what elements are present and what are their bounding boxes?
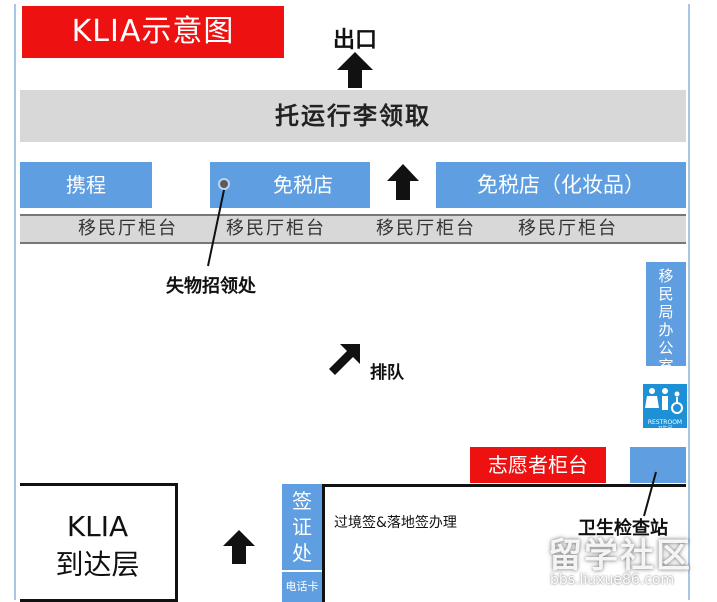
lost-and-found-label: 失物招领处 (166, 276, 256, 297)
health-station-pointer (643, 471, 657, 517)
immigration-counter: 移民厅柜台 (226, 218, 326, 239)
diagonal-arrow-icon (329, 344, 360, 375)
arrival-level-title: KLIA (66, 510, 129, 543)
restroom-label: RESTROOM (647, 419, 683, 426)
arrival-level-box: KLIA 到达层 (20, 483, 178, 602)
immigration-counter: 移民厅柜台 (78, 218, 178, 239)
watermark-url: bbs.liuxue86.com (550, 572, 675, 588)
duty-free-shop: 免税店 (210, 162, 370, 208)
health-station-block (630, 447, 686, 483)
visa-office: 签证处 (282, 484, 322, 570)
immigration-counter: 移民厅柜台 (518, 218, 618, 239)
immigration-office: 移民局办公室 (646, 262, 686, 375)
restroom-sign: RESTROOM 卫生间 (643, 384, 687, 432)
ctrip-shop: 携程 (20, 162, 152, 208)
transit-visa-label: 过境签&落地签办理 (334, 515, 457, 531)
diagram-frame (14, 4, 690, 600)
visa-processing-room (322, 484, 686, 602)
lost-found-marker-icon (218, 178, 230, 190)
immigration-counter-bar: 移民厅柜台 移民厅柜台 移民厅柜台 移民厅柜台 (20, 214, 686, 244)
arrival-level-subtitle: 到达层 (55, 548, 140, 581)
exit-label: 出口 (332, 28, 377, 53)
watermark-text: 留学社区 (548, 536, 692, 576)
duty-free-cosmetics-shop: 免税店（化妆品） (436, 162, 686, 208)
exit-arrow-icon (337, 52, 373, 88)
queue-label: 排队 (370, 363, 404, 383)
up-arrow-icon (387, 164, 419, 200)
map-title: KLIA示意图 (22, 6, 284, 58)
health-station-label: 卫生检查站 (578, 518, 668, 539)
baggage-claim-area: 托运行李领取 (20, 90, 686, 142)
arrival-up-arrow-icon (223, 530, 255, 564)
restroom-sub-label: 卫生间 (657, 426, 673, 432)
lost-found-pointer (207, 189, 225, 267)
volunteer-counter: 志愿者柜台 (470, 447, 606, 483)
immigration-counter: 移民厅柜台 (376, 218, 476, 239)
phone-card-booth: 电话卡 (282, 572, 322, 602)
restroom-icon (645, 388, 683, 414)
